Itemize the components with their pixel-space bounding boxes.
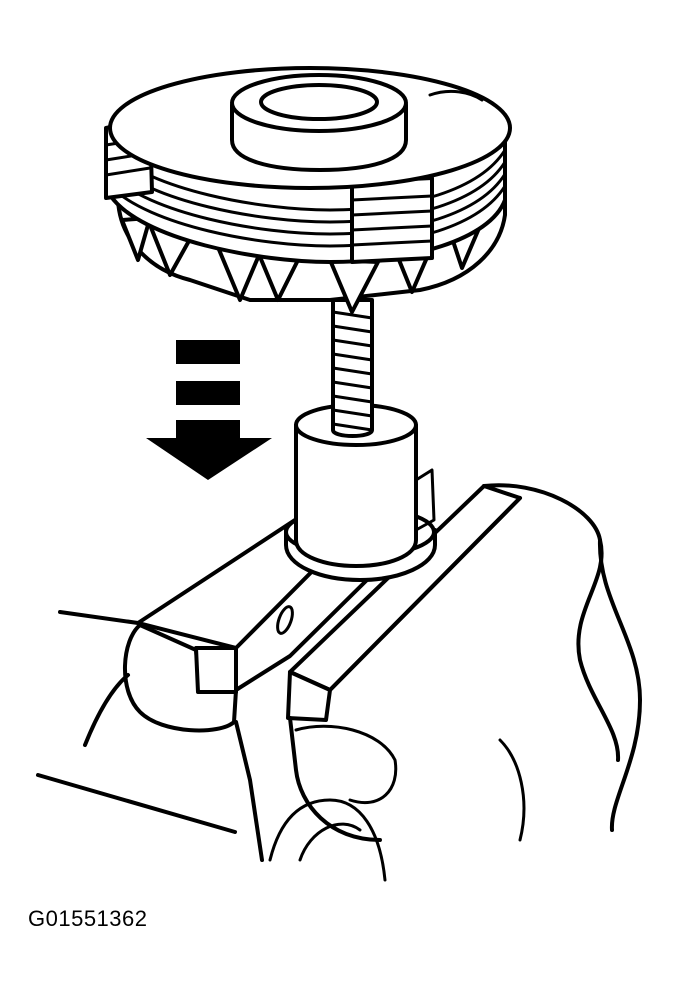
down-arrow-icon <box>146 340 272 480</box>
figure-code: G01551362 <box>28 906 148 931</box>
gear <box>104 66 512 314</box>
bushing <box>284 403 437 582</box>
threaded-screw <box>331 298 374 438</box>
